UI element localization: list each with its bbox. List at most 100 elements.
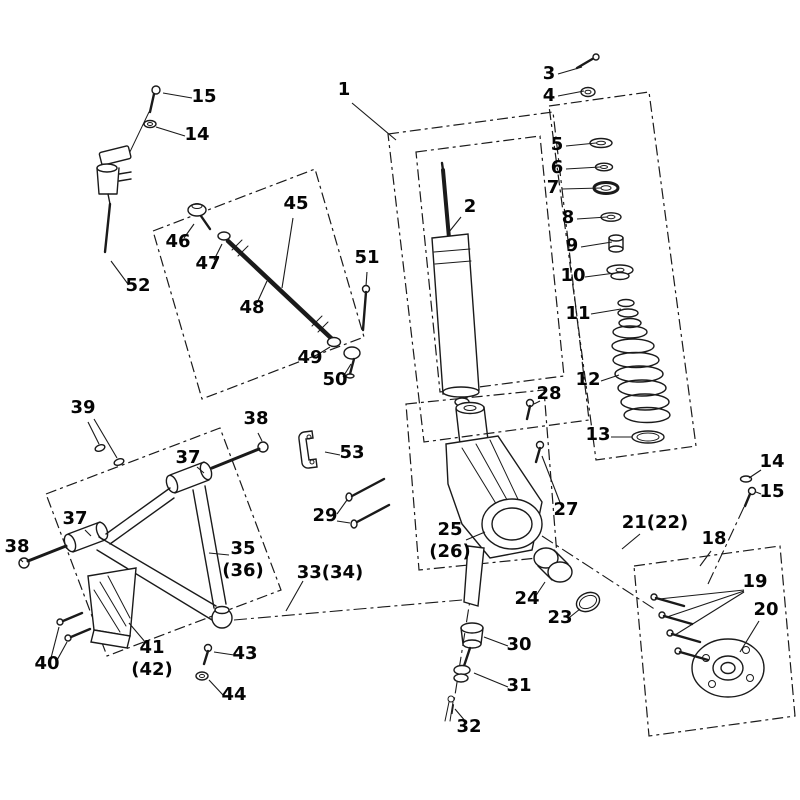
- leader-line-51: [365, 271, 368, 287]
- bolt-15-head: [151, 85, 161, 95]
- spacer-and-oring: [533, 547, 601, 613]
- rod-52: [103, 202, 112, 254]
- leader-line-10: [584, 272, 616, 278]
- leader-line-27: [541, 455, 562, 506]
- part-label-37-lower: 37: [62, 508, 87, 529]
- leader-line-33-34: [285, 580, 304, 612]
- part-label-44: 44: [221, 684, 246, 705]
- tie-rod-box: [152, 168, 365, 400]
- part-label-14-left: 14: [184, 124, 209, 145]
- part-label-49: 49: [297, 347, 322, 368]
- leader-line-11: [590, 308, 622, 315]
- leader-line-30: [483, 636, 509, 647]
- leader-line-5: [565, 142, 597, 147]
- leader-line-53: [324, 451, 341, 456]
- leader-line-3: [557, 66, 583, 75]
- part-label-7: 7: [547, 177, 560, 198]
- tie-rod-shaft: [225, 238, 335, 342]
- part-label-14-right: 14: [759, 451, 784, 472]
- part-label-1: 1: [338, 79, 351, 100]
- nut-44: [195, 671, 209, 681]
- shock-assembly-box: [387, 111, 590, 443]
- part-label-18: 18: [701, 528, 726, 549]
- part-label-40: 40: [34, 653, 59, 674]
- washer-14-right: [739, 475, 753, 483]
- bolt-29-a: [345, 492, 353, 502]
- leader-line-15-right: [755, 491, 762, 495]
- part-label-53: 53: [339, 442, 364, 463]
- part-label-31: 31: [506, 675, 531, 696]
- leader-line-35-36: [208, 552, 230, 556]
- spring-parts-box: [548, 91, 697, 461]
- part-label-51: 51: [354, 247, 379, 268]
- part-label-41-42: 41(42): [131, 637, 173, 680]
- leader-line-39: [87, 421, 100, 445]
- leader-line-49: [316, 346, 331, 356]
- leader-line-28: [533, 400, 541, 405]
- part-label-45: 45: [283, 193, 308, 214]
- part-label-5: 5: [551, 134, 564, 155]
- lower-bushing-barrel: [63, 521, 109, 553]
- upper-left-fasteners: [126, 85, 161, 159]
- leader-line-15-left: [162, 92, 193, 99]
- leader-line-19: [658, 589, 745, 600]
- leader-line-45: [281, 217, 294, 289]
- leader-line-48: [256, 280, 268, 304]
- part-label-32: 32: [456, 716, 481, 737]
- part-label-4: 4: [543, 85, 556, 106]
- part-label-29: 29: [312, 505, 337, 526]
- part-label-20: 20: [753, 599, 778, 620]
- labels-layer: 123456789101112131415141518192021(22)232…: [4, 63, 784, 737]
- part-label-50: 50: [322, 369, 347, 390]
- balljoint-30: [460, 622, 484, 634]
- leader-line-1: [351, 102, 397, 141]
- lower-a-arm: [18, 441, 269, 681]
- leader-line-12: [600, 374, 620, 382]
- nut-49: [326, 336, 342, 348]
- part-label-21-22: 21(22): [622, 512, 689, 533]
- steering-knuckle: [445, 401, 543, 607]
- leader-line-29: [336, 520, 351, 524]
- leader-line-14-right: [748, 469, 762, 479]
- bump-stop: [617, 298, 635, 308]
- part-label-37-upper: 37: [175, 447, 200, 468]
- part-label-43: 43: [232, 643, 257, 664]
- leader-line-23: [569, 608, 581, 618]
- leader-line-8: [576, 216, 608, 220]
- part-label-28: 28: [536, 383, 561, 404]
- part-label-15-right: 15: [759, 481, 784, 502]
- part-label-2: 2: [464, 196, 477, 217]
- leader-line-18: [699, 550, 712, 567]
- part-label-39: 39: [70, 397, 95, 418]
- leader-line-9: [580, 241, 613, 248]
- leader-line-29: [336, 499, 348, 515]
- leader-line-38-upper: [257, 432, 263, 442]
- tie-rod: [187, 203, 371, 379]
- washer-39-a: [94, 444, 106, 452]
- part-label-12: 12: [575, 369, 600, 390]
- leader-line-21-22: [621, 533, 641, 550]
- right-fasteners: [739, 475, 757, 508]
- leader-line-44: [208, 679, 224, 696]
- bolt-15-right-head: [747, 486, 757, 496]
- part-label-19: 19: [742, 571, 767, 592]
- leader-line-39: [93, 418, 118, 459]
- knuckle-to-hub-axis: [541, 535, 657, 611]
- bolt-38-upper-head: [257, 441, 269, 453]
- spring-seat-stack: [589, 137, 642, 329]
- clamp-bracket: [298, 430, 318, 469]
- leader-line-7: [561, 187, 602, 190]
- washer-39-b: [113, 458, 125, 466]
- knuckle-box: [405, 389, 558, 571]
- leader-line-46: [183, 223, 195, 239]
- leader-line-43: [213, 651, 235, 656]
- a-arm-box: [45, 427, 282, 657]
- bushing-24: [533, 547, 559, 569]
- part-label-38-upper: 38: [243, 408, 268, 429]
- dashed-boxes: [45, 91, 796, 737]
- part-label-35-36: 35(36): [222, 538, 264, 581]
- pivot-bracket: [96, 145, 132, 254]
- part-label-24: 24: [514, 588, 539, 609]
- spring-retainer: [631, 430, 665, 444]
